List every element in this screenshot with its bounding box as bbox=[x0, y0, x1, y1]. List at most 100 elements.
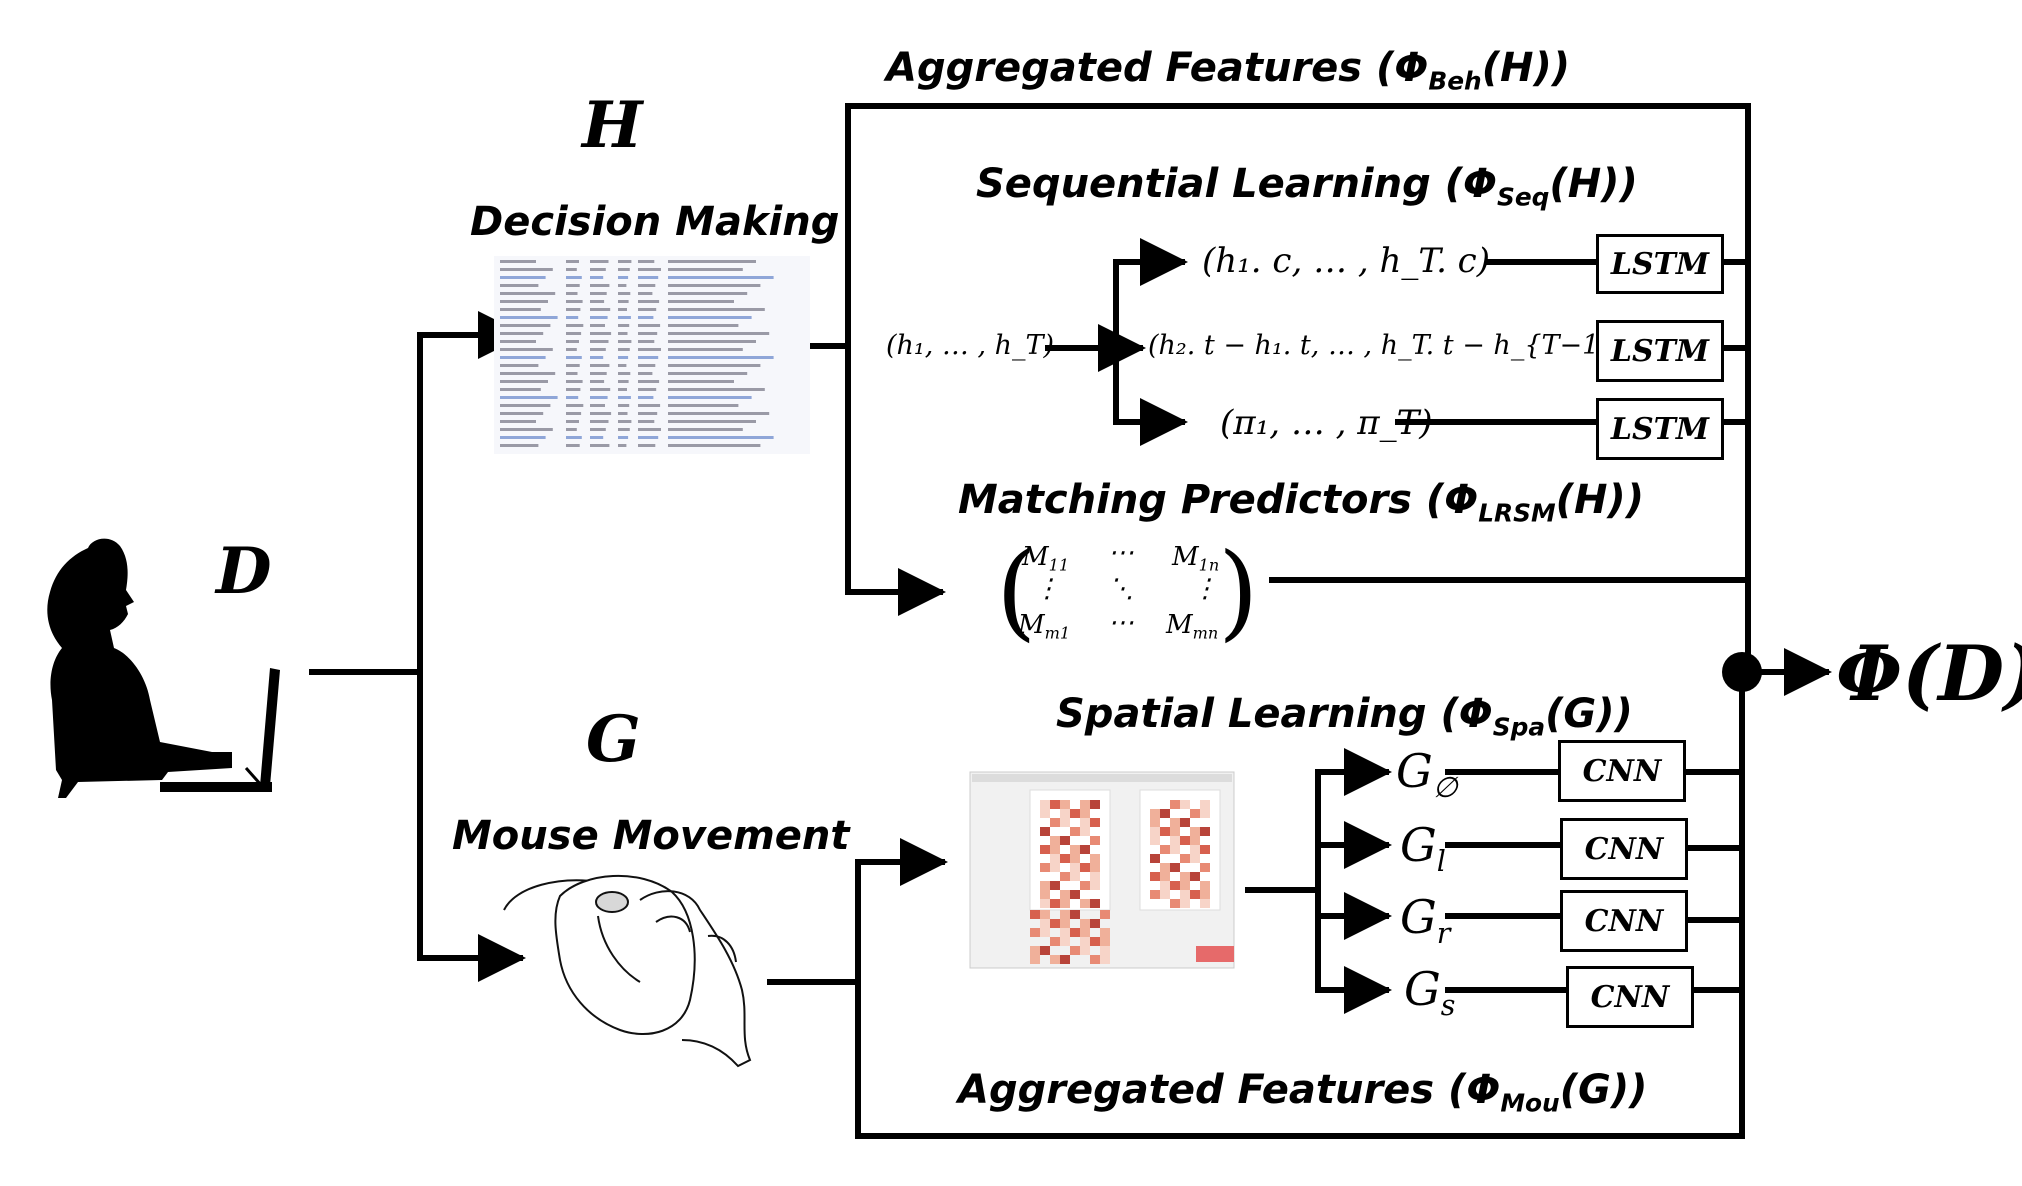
log-row-segment bbox=[566, 356, 582, 359]
matrix-left-paren: ( bbox=[996, 530, 1037, 652]
log-row-segment bbox=[638, 364, 656, 367]
heatmap-cell bbox=[1060, 928, 1070, 937]
heatmap-cell bbox=[1200, 881, 1210, 890]
gaze-map-2: Gl bbox=[1400, 818, 1446, 878]
log-row-segment bbox=[618, 324, 630, 327]
matrix-m1n: M1n bbox=[1172, 542, 1220, 575]
agg-mou-sub: Mou bbox=[1500, 1088, 1560, 1118]
log-row-segment bbox=[590, 300, 605, 303]
log-row-segment bbox=[618, 260, 632, 263]
log-row-segment bbox=[638, 284, 656, 287]
heatmap-cell bbox=[1150, 890, 1160, 899]
heatmap-cell bbox=[1050, 881, 1060, 890]
heatmap-cell bbox=[1080, 919, 1090, 928]
c-sequence: (h₁. c, … , h_T. c) bbox=[1202, 241, 1490, 281]
seq-label: Sequential Learning (ΦSeq(H)) bbox=[976, 161, 1638, 210]
matrix-m11: M11 bbox=[1022, 542, 1070, 575]
hand-on-mouse-icon bbox=[503, 875, 752, 1068]
log-row-segment bbox=[590, 372, 607, 375]
heatmap-cell bbox=[1070, 845, 1080, 854]
log-row-segment bbox=[500, 404, 551, 407]
log-row-segment bbox=[566, 428, 577, 431]
heatmap-cell bbox=[1150, 854, 1160, 863]
log-row-segment bbox=[590, 340, 609, 343]
seq-arg: (H)) bbox=[1549, 161, 1638, 207]
heatmap-cell bbox=[1180, 800, 1190, 809]
log-row-segment bbox=[668, 324, 739, 327]
agg-mou-phi: Φ bbox=[1466, 1067, 1501, 1113]
log-row-segment bbox=[566, 276, 582, 279]
match-sub: LRSM bbox=[1478, 498, 1556, 528]
heatmap-cell bbox=[1040, 899, 1050, 908]
heatmap-cell bbox=[1180, 899, 1190, 908]
log-row-segment bbox=[638, 300, 660, 303]
log-row-segment bbox=[500, 388, 541, 391]
log-row-segment bbox=[500, 412, 544, 415]
heatmap-cell bbox=[1100, 910, 1110, 919]
log-row-segment bbox=[618, 436, 629, 439]
log-row-segment bbox=[500, 428, 553, 431]
heatmap-cell bbox=[1160, 881, 1170, 890]
log-row-segment bbox=[590, 396, 608, 399]
heatmap-cell bbox=[1080, 863, 1090, 872]
log-row-segment bbox=[566, 348, 577, 351]
heatmap-cell bbox=[1090, 955, 1100, 964]
cnn-box-1: CNN bbox=[1558, 740, 1686, 802]
lstm-box-1: LSTM bbox=[1596, 234, 1724, 294]
heatmap-cell bbox=[1160, 845, 1170, 854]
log-row-segment bbox=[566, 396, 579, 399]
heatmap-cell bbox=[1090, 881, 1100, 890]
log-row-segment bbox=[590, 356, 604, 359]
log-row-segment bbox=[668, 260, 756, 263]
log-row-segment bbox=[618, 340, 632, 343]
heatmap-cell bbox=[1060, 890, 1070, 899]
log-row-segment bbox=[590, 268, 606, 271]
heatmap-cell bbox=[1170, 818, 1180, 827]
log-row-segment bbox=[500, 356, 546, 359]
heatmap-cell bbox=[1090, 854, 1100, 863]
log-row-segment bbox=[618, 412, 628, 415]
spa-arg: (G)) bbox=[1545, 691, 1633, 737]
log-row-segment bbox=[590, 412, 612, 415]
heatmap-cell bbox=[1080, 928, 1090, 937]
log-row-segment bbox=[638, 380, 660, 383]
log-row-segment bbox=[500, 340, 536, 343]
pi-sequence: (π₁, … , π_T) bbox=[1220, 403, 1433, 443]
log-row-segment bbox=[668, 388, 765, 391]
log-row-segment bbox=[638, 268, 661, 271]
heatmap-cell bbox=[1040, 890, 1050, 899]
heatmap-cell bbox=[1180, 854, 1190, 863]
heatmap-cell bbox=[1060, 899, 1070, 908]
log-row-segment bbox=[638, 396, 654, 399]
heatmap-cell bbox=[1160, 890, 1170, 899]
log-row-segment bbox=[618, 372, 631, 375]
cnn-box-3: CNN bbox=[1560, 890, 1688, 952]
log-row-segment bbox=[566, 388, 581, 391]
heatmap-cell bbox=[1170, 881, 1180, 890]
heatmap-cell bbox=[1060, 919, 1070, 928]
heatmap-cell bbox=[1200, 809, 1210, 818]
log-row-segment bbox=[618, 308, 627, 311]
log-row-segment bbox=[590, 260, 609, 263]
log-row-segment bbox=[566, 380, 583, 383]
heatmap-cell bbox=[1030, 928, 1040, 937]
log-row-segment bbox=[566, 316, 579, 319]
log-row-segment bbox=[668, 316, 752, 319]
log-row-segment bbox=[590, 308, 611, 311]
log-row-segment bbox=[668, 300, 734, 303]
heatmap-cell bbox=[1070, 809, 1080, 818]
heatmap-cell bbox=[1190, 872, 1200, 881]
heatmap-cell bbox=[1070, 910, 1080, 919]
heatmap-cell bbox=[1190, 845, 1200, 854]
log-row-segment bbox=[668, 372, 748, 375]
heatmap-cell bbox=[1180, 872, 1190, 881]
log-row-segment bbox=[668, 380, 734, 383]
heatmap-cell bbox=[1190, 827, 1200, 836]
log-row-segment bbox=[618, 444, 627, 447]
heatmap-cell bbox=[1160, 863, 1170, 872]
log-row-segment bbox=[618, 300, 629, 303]
heatmap-cell bbox=[1050, 899, 1060, 908]
heatmap-cell bbox=[1150, 836, 1160, 845]
log-row-segment bbox=[500, 300, 548, 303]
matrix-vdots-left: ⋮ bbox=[1034, 574, 1060, 604]
